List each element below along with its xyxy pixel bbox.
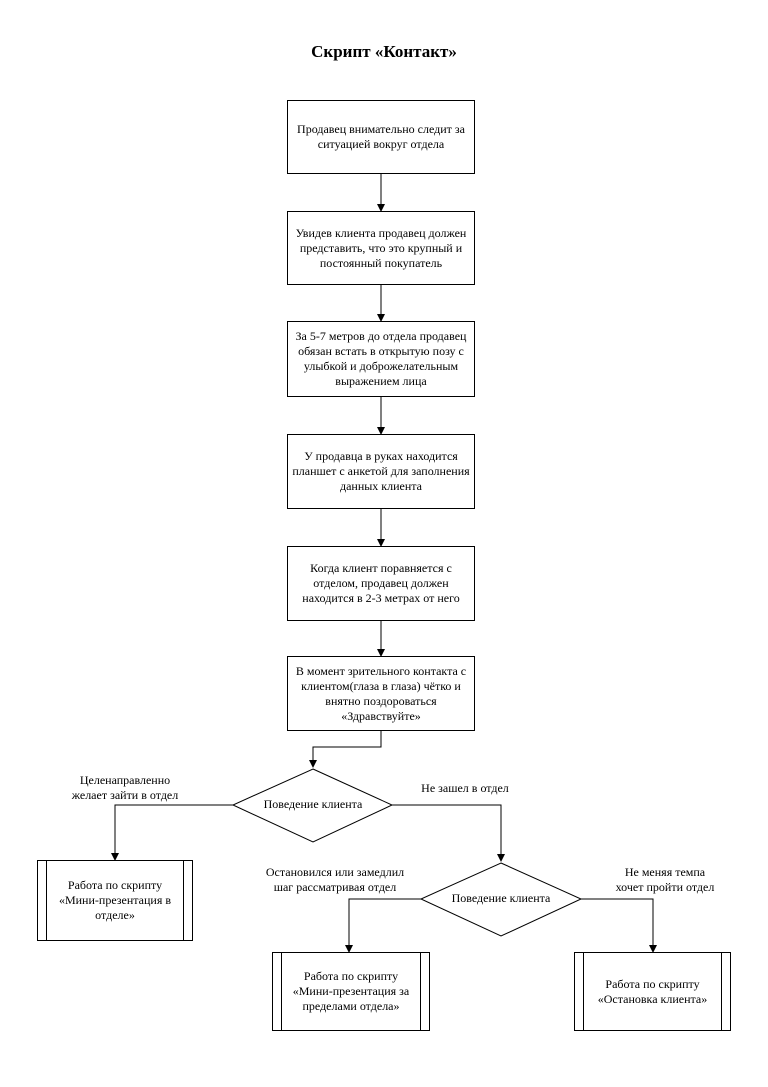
outcome-mini-presentation-outside-department: Работа по скрипту «Мини-презентация за п… xyxy=(272,952,430,1031)
edge-label-passing: Не меняя темпа хочет пройти отдел xyxy=(615,865,715,894)
arrow-decision1-decision2 xyxy=(392,804,505,862)
decision-label-2: Поведение клиента xyxy=(451,891,551,905)
edge-label-enter: Целенаправленно желает зайти в отдел xyxy=(71,773,179,802)
step-box-5: Когда клиент поравняется с отделом, прод… xyxy=(287,546,475,621)
step-box-2: Увидев клиента продавец должен представи… xyxy=(287,211,475,285)
page-title: Скрипт «Контакт» xyxy=(311,42,457,61)
arrow-decision2-mini-out xyxy=(345,898,421,953)
decision-label-1: Поведение клиента xyxy=(263,797,363,811)
step-box-1: Продавец внимательно следит за ситуацией… xyxy=(287,100,475,174)
edge-label-stopped: Остановился или замедлил шаг рассматрива… xyxy=(265,865,405,894)
edge-label-not-enter: Не зашел в отдел xyxy=(421,781,509,795)
arrow-decision2-stop xyxy=(581,898,657,953)
outcome-stop-client: Работа по скрипту «Остановка клиента» xyxy=(574,952,731,1031)
decision-diamond-1 xyxy=(231,768,394,843)
step-box-4: У продавца в руках находится планшет с а… xyxy=(287,434,475,509)
outcome-mini-presentation-in-department: Работа по скрипту «Мини-презентация в от… xyxy=(37,860,193,941)
arrow-step6-decision1 xyxy=(309,731,382,768)
step-box-3: За 5-7 метров до отдела продавец обязан … xyxy=(287,321,475,397)
step-box-6: В момент зрительного контакта с клиентом… xyxy=(287,656,475,731)
decision-diamond-2 xyxy=(419,862,583,937)
arrow-decision1-mini-in xyxy=(111,804,233,861)
